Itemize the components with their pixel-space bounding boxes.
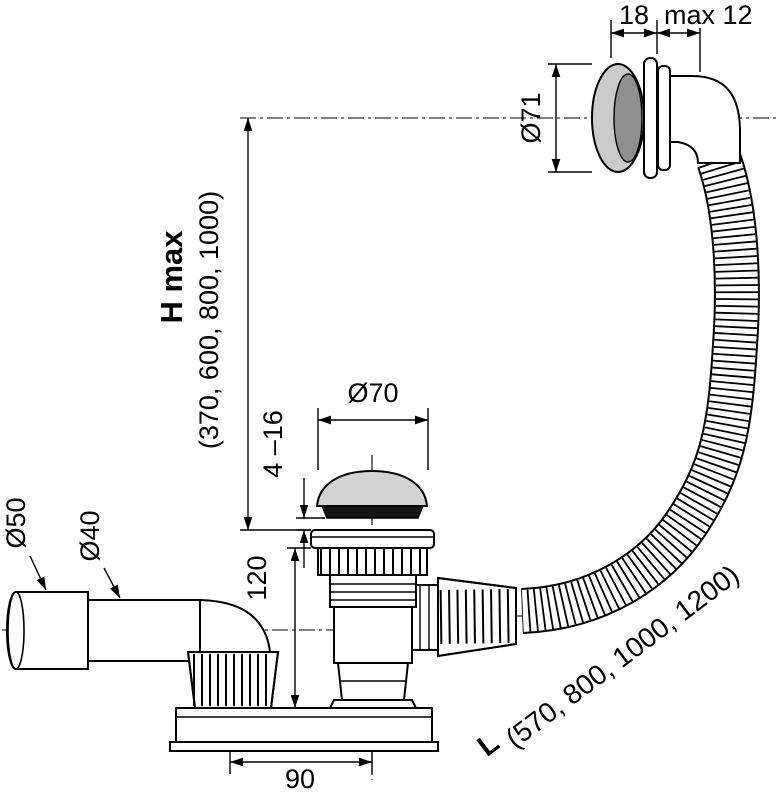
- overflow-elbow: [668, 75, 741, 164]
- pipe-end-face: [7, 591, 25, 670]
- dimension-d50: Ø50: [1, 497, 47, 591]
- dimension-d70: Ø70: [317, 378, 429, 470]
- dimension-length-label: L: [472, 727, 505, 763]
- plug-dome: [315, 469, 429, 507]
- dimension-d50-label: Ø50: [1, 497, 31, 548]
- dimension-18-label: 18: [619, 0, 649, 30]
- overflow-cap-assembly: [591, 57, 741, 179]
- dimension-d40-label: Ø40: [75, 510, 105, 561]
- hose-corrugation: [520, 153, 758, 632]
- dimension-d71: Ø71: [516, 63, 592, 173]
- plug-flange: [310, 529, 435, 549]
- outlet-pipe: [6, 591, 272, 670]
- dimension-4-16-label: 4 –16: [258, 410, 288, 478]
- dimension-120-label: 120: [242, 555, 272, 600]
- dimension-d70-label: Ø70: [347, 378, 398, 408]
- dimension-hmax-values: (370, 600, 800, 1000): [194, 191, 224, 449]
- dimension-d40: Ø40: [75, 510, 121, 599]
- dimension-d71-label: Ø71: [516, 92, 546, 143]
- drain-body: [169, 547, 517, 752]
- body-bell: [328, 699, 418, 709]
- dimension-4-16: 4 –16: [258, 410, 325, 568]
- hose-outline: [520, 152, 760, 634]
- base-plate: [175, 707, 433, 743]
- dimension-max12-label: max 12: [664, 0, 753, 30]
- dimension-hmax: H max (370, 600, 800, 1000): [154, 118, 311, 531]
- overflow-flange-outer: [643, 57, 658, 179]
- overflow-cap-face: [613, 73, 643, 163]
- dimension-hmax-label: H max: [154, 230, 189, 324]
- nut-outline: [437, 576, 517, 658]
- dimension-120: 120: [242, 547, 311, 708]
- hose-body: [520, 153, 758, 632]
- dimension-18: 18: [610, 0, 658, 58]
- base-flange: [169, 741, 439, 752]
- plug-cap: [310, 469, 435, 549]
- pipe-body: [87, 599, 203, 662]
- dimension-90: 90: [229, 752, 373, 794]
- flexible-hose: [520, 152, 760, 634]
- dimension-90-label: 90: [285, 764, 315, 794]
- dimension-max12: max 12: [657, 0, 753, 72]
- plug-seal: [320, 505, 425, 519]
- upper-body: [329, 574, 417, 608]
- tee-section: [333, 606, 413, 664]
- overflow-flange-inner: [657, 65, 671, 171]
